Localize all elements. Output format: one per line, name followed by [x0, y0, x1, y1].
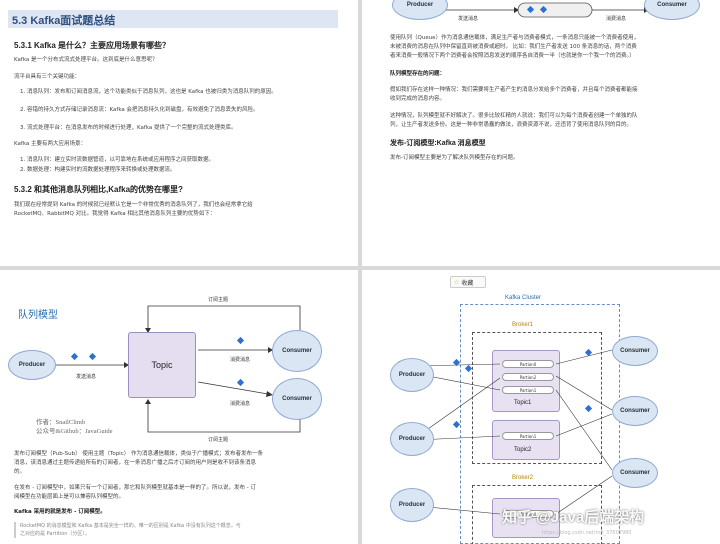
feature-item: 3. 流式处理平台：在消息发布的时候进行处理，Kafka 提供了一个完整的流式处…	[20, 125, 237, 131]
kafka-model-note: Kafka 采用的就是发布 - 订阅模型。	[14, 509, 106, 515]
consume-message-label: 消费消息	[606, 16, 627, 22]
paragraph-line: 收到完成的消息内容。	[390, 96, 446, 102]
page-kafka-summary: 5.3 Kafka面试题总结 5.3.1 Kafka 是什么？主要应用场景有哪些…	[0, 0, 358, 266]
producer-node: Producer	[8, 350, 56, 380]
rocketmq-quote: RocketMQ 的消息模型和 Kafka 基本是完全一样的。唯一的区别是 Ka…	[14, 522, 344, 538]
consumer-node: Consumer	[272, 330, 322, 372]
paragraph-line: 者来消费一般情况下两个消费者会按照消息发送的顺序各自消费一半（也就是你一个我一个…	[390, 53, 635, 59]
paragraph-line: 假如我们存在这样一种情况：我们需要将生产者产生的消息分发给多个消费者，并且每个消…	[390, 87, 638, 93]
producer-node: Producer	[392, 0, 448, 20]
scenario-item: 1. 消息队列：建立实时流数据管道，以可靠地在系统或应用程序之间获取数据。	[20, 157, 214, 163]
feature-item: 1. 消息队列：发布和订阅消息流，这个功能类似于消息队列，这也是 Kafka 也…	[20, 89, 277, 95]
broker2-box	[472, 485, 602, 544]
paragraph-line: 这种情况，队列模型就不好解决了。很多比较杠精的人就说：我们可以为每个消费者创建一…	[390, 113, 638, 119]
page-pubsub-model: 队列模型 订阅主题 Topic Producer Consumer Consum…	[0, 270, 358, 544]
topic1-label: Topic1	[514, 400, 532, 406]
pubsub-text: 发布-订阅模型主要是为了解决队列模型存在的问题。	[390, 155, 519, 161]
paragraph-line: 的。	[14, 469, 26, 475]
wechat-watermark: 公众号&Github：JavaGuide	[36, 428, 113, 435]
features-intro: 流平台具有三个关键功能：	[14, 74, 81, 80]
consumer-node: Consumer	[612, 396, 658, 426]
consumer-node: Consumer	[612, 336, 658, 366]
consumer-node: Consumer	[612, 458, 658, 488]
message-icon	[88, 352, 97, 361]
partition1: Partion1	[502, 386, 554, 394]
scenario-item: 2. 数据处理：构建实时的流数据处理程序来转换或处理数据流。	[20, 167, 176, 173]
partition2: Partion2	[502, 373, 554, 381]
producer-node: Producer	[390, 422, 434, 456]
consumer-node: Consumer	[644, 0, 700, 20]
scenarios-intro: Kafka 主要有两大应用场景：	[14, 141, 87, 147]
queue-model-title: 队列模型	[18, 310, 58, 321]
message-icon	[584, 404, 593, 413]
consume-message-label: 消费消息	[230, 401, 251, 407]
intro-text: Kafka 是一个分布式流式处理平台。这到底是什么意思呢？	[14, 57, 158, 63]
cluster-label: Kafka Cluster	[505, 295, 542, 301]
star-icon: ☆	[454, 278, 460, 286]
partition0: Partion0	[502, 510, 554, 518]
paragraph-line: 列，让生产者发送多份。这是一种非常愚蠢的做法，浪费资源不说，还违背了使用消息队列…	[390, 122, 633, 128]
author-watermark: 作者：SnailClimb	[36, 419, 86, 426]
blog-url-watermark: https://blog.csdn.net/m0_37607980	[542, 530, 632, 536]
producer-node: Producer	[390, 488, 434, 522]
partition0: Partion0	[502, 360, 554, 368]
send-message-label: 发送消息	[76, 374, 97, 380]
quote-line: RocketMQ 的消息模型和 Kafka 基本是完全一样的。唯一的区别是 Ka…	[20, 523, 241, 529]
topic2-box	[492, 420, 560, 460]
message-icon	[452, 420, 461, 429]
favorite-button[interactable]: ☆ 收藏	[450, 276, 486, 288]
producer-node: Producer	[390, 358, 434, 392]
message-icon	[70, 352, 79, 361]
quote-line: 之对应的是 Partition（分区）。	[20, 531, 90, 537]
paragraph-line: 未被消费的消息在队列中保留直到被消费或超时。 比如：我们生产者发送 100 条消…	[390, 44, 637, 50]
paragraph-line: 消息，该消息通过主题传递给所有的订阅者，在一条消息广播之后才订阅的用户则是收不到…	[14, 460, 257, 466]
pubsub-title: 发布-订阅模型:Kafka 消息模型	[390, 140, 486, 147]
question-2-heading: 5.3.2 和其他消息队列相比,Kafka的优势在哪里?	[14, 185, 183, 194]
favorite-label: 收藏	[461, 279, 474, 287]
broker1-label: Broker1	[512, 322, 534, 328]
topic-box-partial	[492, 498, 560, 538]
message-icon	[236, 336, 245, 345]
message-icon	[526, 5, 535, 14]
message-icon	[236, 378, 245, 387]
topic-box: Topic	[128, 332, 196, 398]
section-title: 5.3 Kafka面试题总结	[8, 10, 338, 28]
paragraph-line: 发布订阅模型（Pub-Sub） 使用主题（Topic） 作为消息通信载体，类似于…	[14, 451, 263, 457]
partition1: Partion1	[502, 432, 554, 440]
paragraph-line: 在发布 - 订阅模型中，如果只有一个订阅者，那它和队列模型就基本是一样的了。所以…	[14, 485, 256, 491]
subscribe-topic-label: 订阅主题	[208, 297, 229, 303]
subscribe-topic-label: 订阅主题	[208, 437, 229, 443]
question-1-heading: 5.3.1 Kafka 是什么？主要应用场景有哪些？	[14, 41, 171, 50]
page-queue-model: Producer Consumer 发送消息 消费消息 使用队列（Queue）作…	[362, 0, 720, 266]
q2-text-line: RocketMQ、RabbitMQ 对比。我觉得 Kafka 相比其他消息队列主…	[14, 211, 216, 217]
send-message-label: 发送消息	[458, 16, 479, 22]
q2-text-line: 我们现在经常提到 Kafka 的时候就已经默认它是一个非常优秀的消息队列了，我们…	[14, 202, 253, 208]
message-icon	[584, 348, 593, 357]
zhihu-watermark: 知乎 @Java后端架构	[502, 509, 645, 526]
consume-message-label: 消费消息	[230, 357, 251, 363]
message-icon	[452, 358, 461, 367]
broker2-label: Broker2	[512, 475, 534, 481]
topic2-label: Topic2	[514, 447, 532, 453]
page-kafka-cluster: ☆ 收藏 Kafka Cluster Broker1 Broker2 Parti…	[362, 270, 720, 544]
consumer-node: Consumer	[272, 378, 322, 420]
feature-item: 2. 容错的持久方式存储记录消息流：Kafka 会把消息持久化到磁盘，有效避免了…	[20, 107, 259, 113]
problem-title: 队列模型存在的问题：	[390, 71, 446, 77]
message-icon	[464, 364, 473, 373]
paragraph-line: 阅模型在功能层面上是可以兼容队列模型的。	[14, 494, 125, 500]
paragraph-line: 使用队列（Queue）作为消息通信载体，满足生产者与消费者模式，一条消息只能被一…	[390, 35, 640, 41]
message-icon	[539, 5, 548, 14]
